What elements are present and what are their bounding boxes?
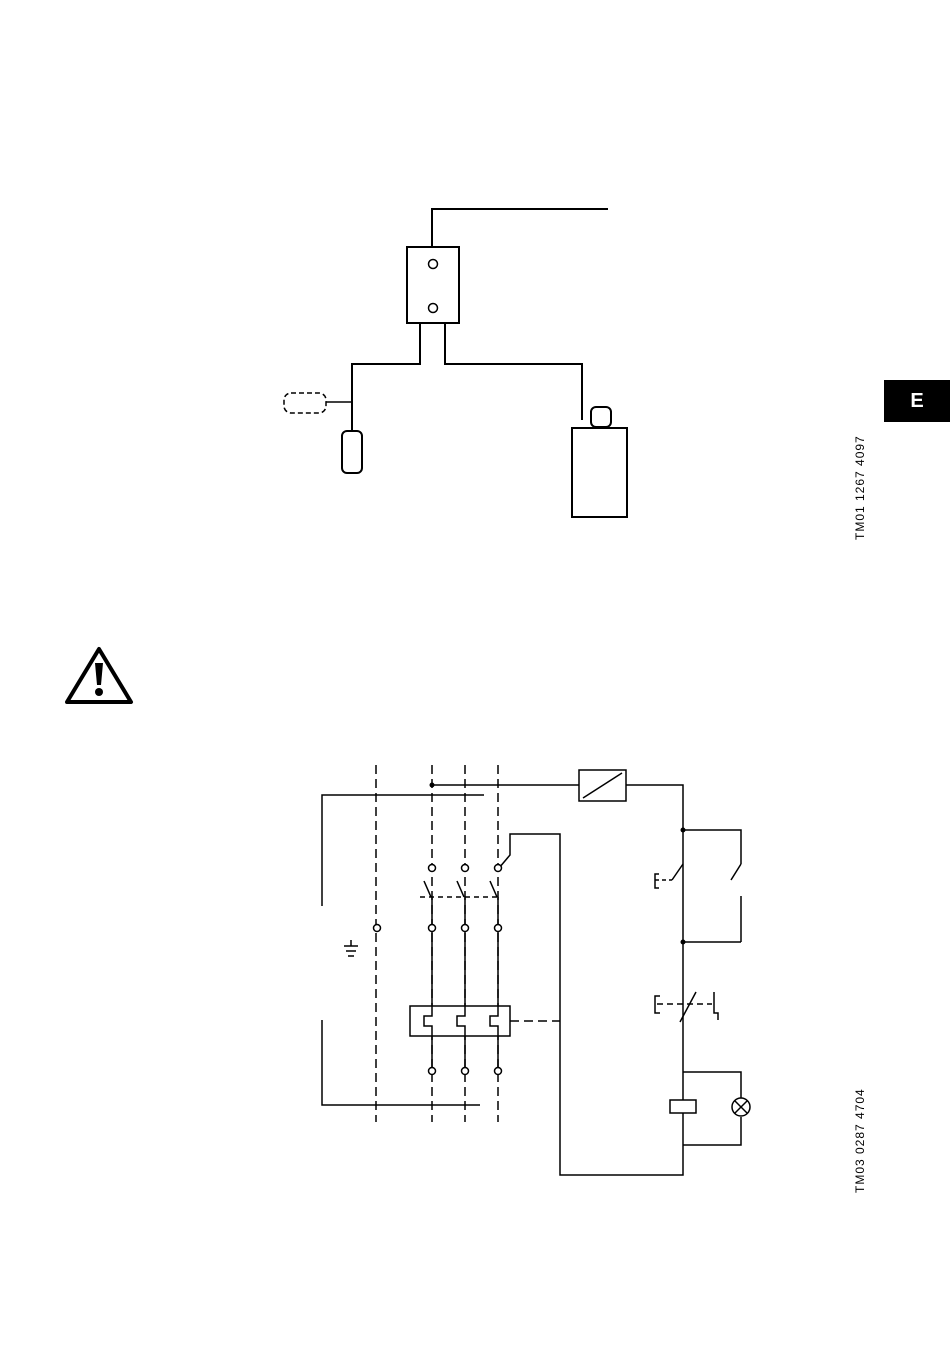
wiring-diagram xyxy=(322,765,750,1175)
earth-symbol xyxy=(344,940,358,956)
control-circuit-loop xyxy=(499,785,683,1175)
terminal-box xyxy=(407,247,459,323)
terminal-screw-top xyxy=(429,260,438,269)
thermal-overload xyxy=(410,932,560,1075)
float-switch xyxy=(342,431,362,473)
earth-terminal xyxy=(374,925,381,932)
push-buttons xyxy=(655,828,741,1023)
bracket-top xyxy=(322,795,484,906)
pump-cable-entry xyxy=(591,407,611,427)
coil-and-lamp xyxy=(670,1072,750,1145)
warning-triangle-icon xyxy=(67,649,131,702)
supply-cable xyxy=(432,209,608,247)
pump-cable xyxy=(445,323,582,420)
dashed-supply-lines xyxy=(376,765,498,1122)
terminal-screw-bottom xyxy=(429,304,438,313)
float-switch-upper-position xyxy=(284,393,326,413)
installation-diagram xyxy=(284,209,627,517)
contactor xyxy=(420,865,502,932)
pump-body xyxy=(572,428,627,517)
sensor-cable xyxy=(352,323,420,431)
